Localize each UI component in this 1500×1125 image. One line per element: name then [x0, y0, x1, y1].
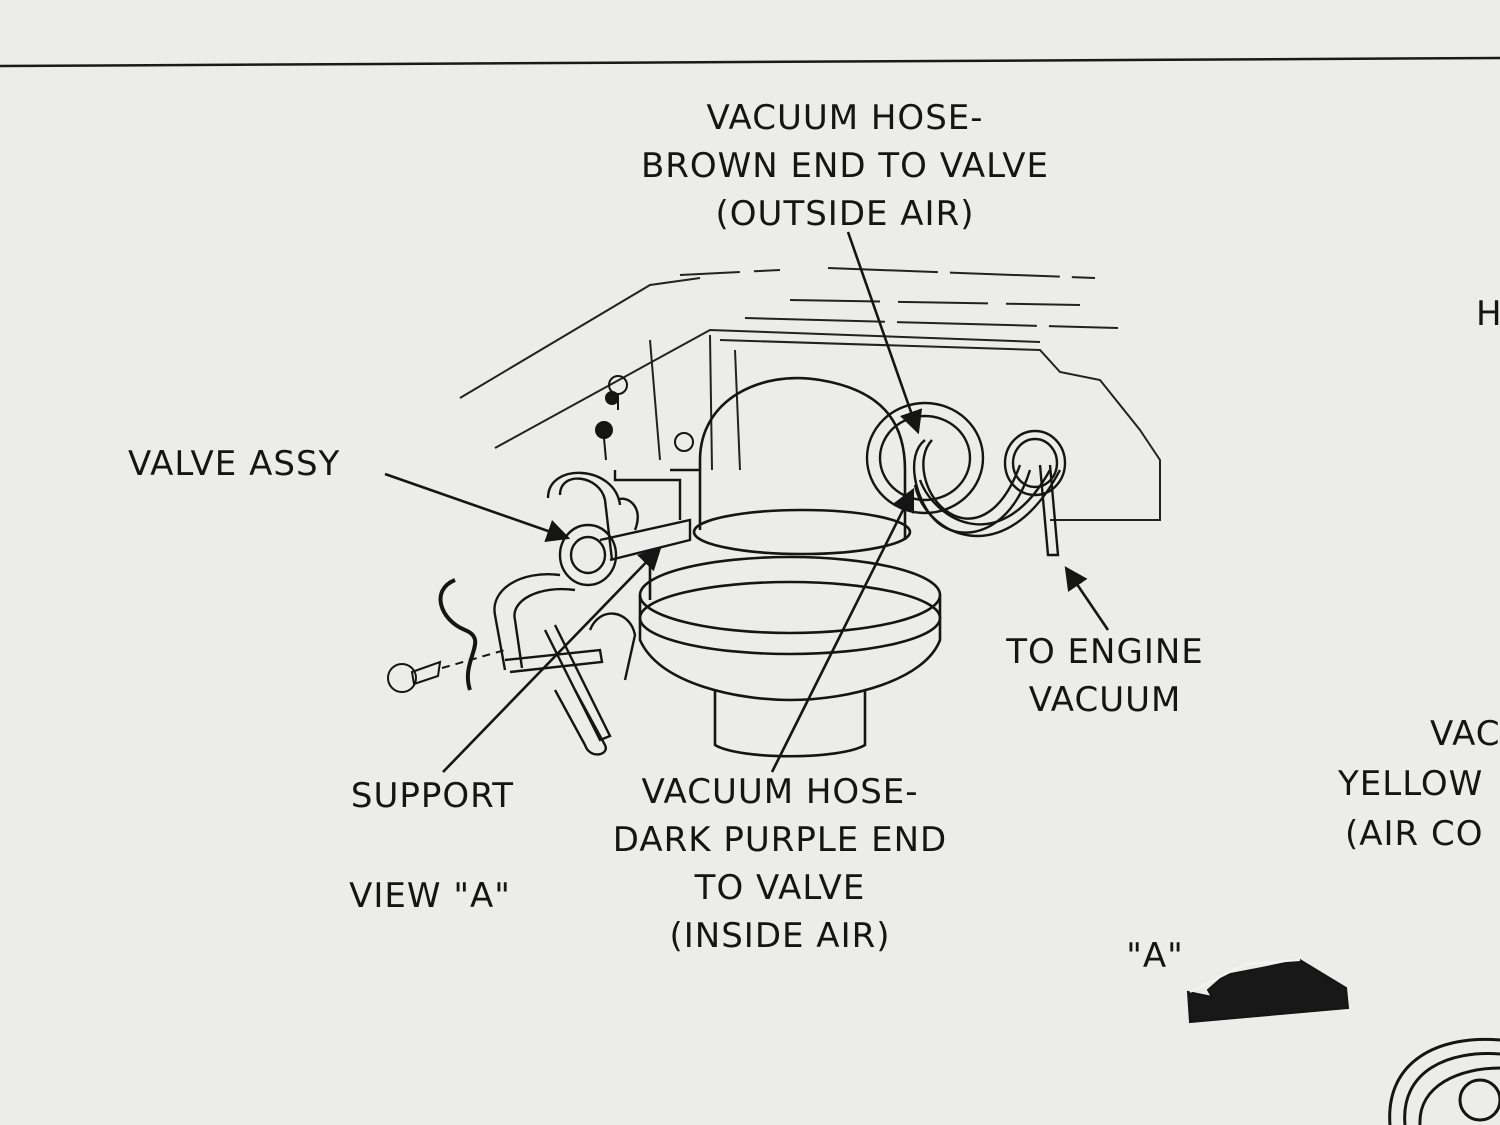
fender-outline [459, 267, 1161, 521]
valve-assy-arrow [384, 472, 571, 543]
label-line: (OUTSIDE AIR) [715, 194, 975, 234]
label-line: VACUUM HOSE- [641, 772, 919, 812]
label-line: VACUUM [1028, 680, 1182, 720]
label-outside-air-hose: VACUUM HOSE- BROWN END TO VALVE (OUTSIDE… [600, 94, 1090, 238]
label-valve-assy: VALVE ASSY [128, 444, 341, 484]
air-cleaner [638, 376, 942, 758]
hose-clip [438, 578, 478, 691]
label-inside-air-hose: VACUUM HOSE- DARK PURPLE END TO VALVE (I… [585, 768, 975, 960]
label-to-engine-vacuum: TO ENGINE VACUUM [975, 628, 1235, 724]
leader-lines [384, 231, 1110, 773]
corner-hose-fragment [1388, 1037, 1500, 1125]
label-line: BROWN END TO VALVE [640, 146, 1050, 186]
engine-vacuum-arrow [1064, 566, 1110, 631]
label-line: DARK PURPLE END [612, 820, 948, 860]
outside-air-arrow [846, 231, 923, 435]
label-edge-vac: VAC [1430, 714, 1500, 754]
label-support: SUPPORT [350, 776, 515, 816]
label-line: VACUUM HOSE- [706, 98, 984, 138]
label-edge-air: (AIR CO [1345, 814, 1484, 854]
hose-grommets [865, 401, 1067, 515]
page-top-rule [0, 56, 1500, 68]
inside-air-arrow [770, 487, 915, 773]
label-line: TO VALVE [694, 868, 866, 908]
label-edge-yellow: YELLOW [1338, 764, 1484, 804]
label-line: (INSIDE AIR) [669, 916, 891, 956]
valve-assembly [493, 468, 700, 756]
label-edge-h: H [1476, 294, 1500, 334]
label-line: TO ENGINE [1006, 632, 1204, 672]
view-a-marker-arrow [1186, 958, 1350, 1024]
label-a-marker: "A" [1126, 936, 1184, 976]
support-arrow [442, 546, 662, 773]
vacuum-hoses [912, 439, 1062, 557]
label-view-a: VIEW "A" [349, 876, 511, 916]
bolts [387, 375, 694, 693]
